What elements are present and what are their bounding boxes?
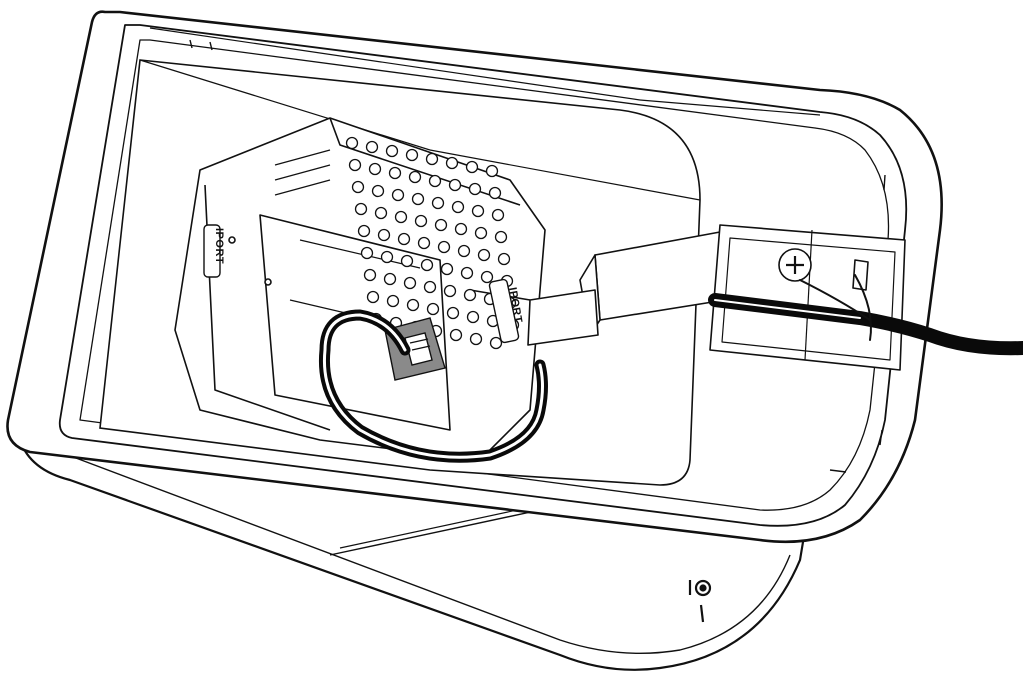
vent-hole (348, 158, 362, 172)
vent-hole (488, 186, 502, 200)
vent-hole (405, 148, 419, 162)
vent-hole (400, 254, 414, 268)
vent-hole (394, 210, 408, 224)
vent-hole (354, 202, 368, 216)
vent-hole (497, 252, 511, 266)
vent-hole (468, 182, 482, 196)
vent-hole (420, 258, 434, 272)
vent-hole (469, 332, 483, 346)
vent-hole (425, 152, 439, 166)
vent-hole (377, 228, 391, 242)
vent-hole (480, 270, 494, 284)
cable-clamp (527, 224, 906, 371)
power-indicator-icon (688, 579, 712, 623)
vent-hole (434, 218, 448, 232)
vent-hole (406, 298, 420, 312)
vent-hole (474, 226, 488, 240)
iport-label-side-group: IPORT (203, 224, 225, 278)
vent-hole (360, 246, 374, 260)
vent-hole (471, 204, 485, 218)
vent-hole (465, 160, 479, 174)
screw-icon (778, 248, 812, 282)
vent-hole (351, 180, 365, 194)
vent-hole (365, 140, 379, 154)
vent-hole (477, 248, 491, 262)
vent-hole (448, 178, 462, 192)
ethernet-connector (384, 317, 446, 381)
vent-hole (446, 306, 460, 320)
base-plate (18, 438, 807, 671)
vent-hole (460, 266, 474, 280)
vent-hole (374, 206, 388, 220)
iport-module (174, 117, 546, 461)
vent-hole (491, 208, 505, 222)
external-cable (708, 274, 1023, 356)
vent-hole (411, 192, 425, 206)
vent-hole (385, 144, 399, 158)
vent-hole (366, 290, 380, 304)
vent-hole (388, 166, 402, 180)
vent-hole (445, 156, 459, 170)
vent-hole (431, 196, 445, 210)
iport-label-front-group: IPORT (488, 278, 524, 344)
vent-hole (449, 328, 463, 342)
vent-hole (357, 224, 371, 238)
vent-hole (391, 188, 405, 202)
vent-hole (383, 272, 397, 286)
vent-hole (454, 222, 468, 236)
vent-hole (345, 136, 359, 150)
ethernet-cable (318, 309, 548, 463)
vent-hole (368, 162, 382, 176)
vent-hole (489, 336, 503, 350)
vent-hole (485, 164, 499, 178)
vent-hole (457, 244, 471, 258)
vent-hole (428, 174, 442, 188)
vent-hole (440, 262, 454, 276)
vent-hole (386, 294, 400, 308)
vent-hole (494, 230, 508, 244)
vent-hole (423, 280, 437, 294)
iport-label-side: IPORT (213, 228, 225, 264)
vent-hole (443, 284, 457, 298)
vent-hole (363, 268, 377, 282)
vent-hole (426, 302, 440, 316)
vent-hole (403, 276, 417, 290)
vent-hole (463, 288, 477, 302)
vent-hole (397, 232, 411, 246)
vent-hole (417, 236, 431, 250)
vent-hole (371, 184, 385, 198)
vent-hole (451, 200, 465, 214)
vent-holes (345, 136, 520, 350)
vent-hole (380, 250, 394, 264)
vent-hole (408, 170, 422, 184)
vent-hole (414, 214, 428, 228)
vent-hole (437, 240, 451, 254)
vent-hole (466, 310, 480, 324)
